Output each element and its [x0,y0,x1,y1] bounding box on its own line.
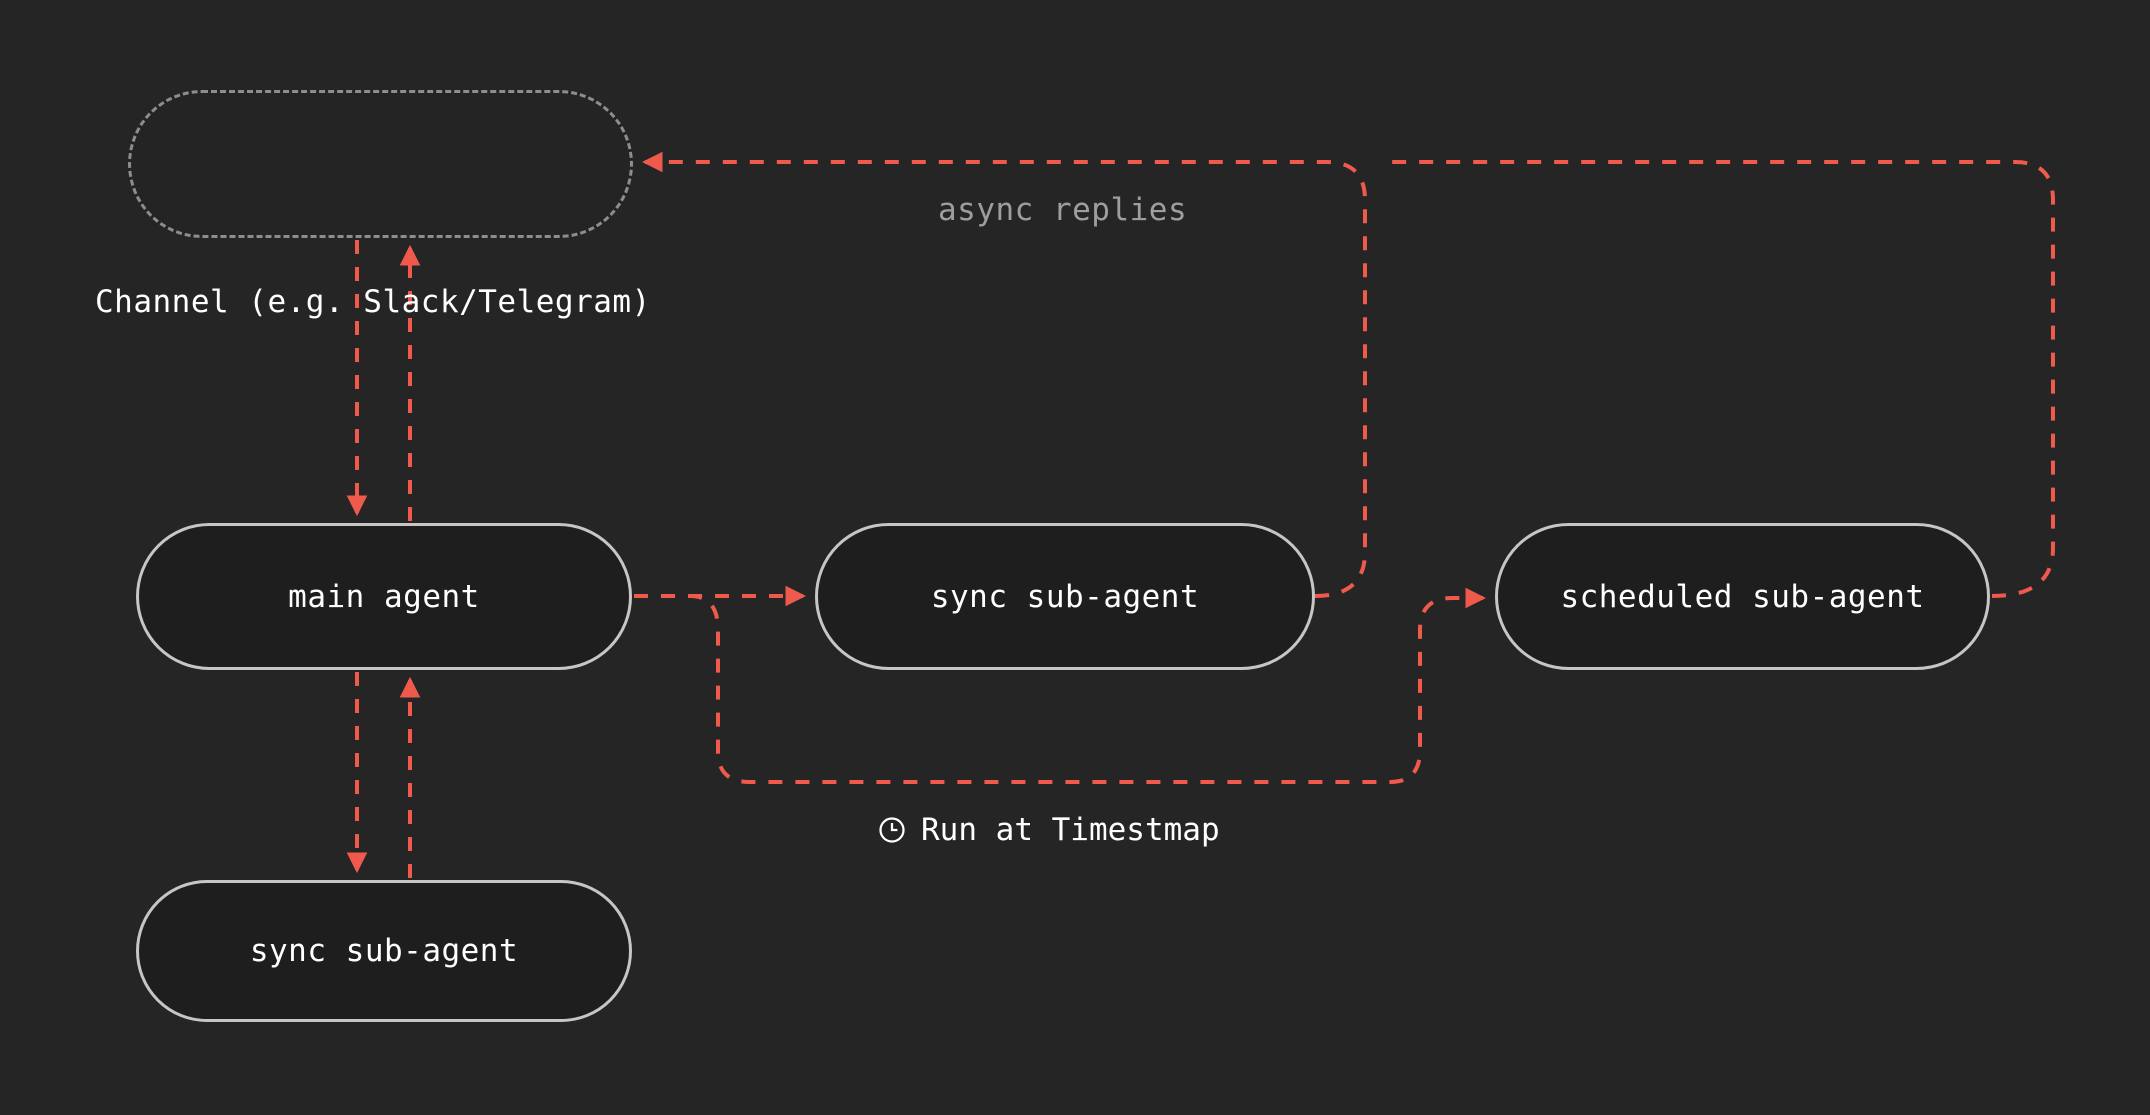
node-main-agent-label: main agent [288,578,480,615]
node-sync-sub-agent-mid-label: sync sub-agent [930,578,1200,615]
node-scheduled-sub-agent-label: scheduled sub-agent [1560,578,1925,615]
node-scheduled-sub-agent[interactable]: scheduled sub-agent [1495,523,1990,670]
node-sync-sub-agent-bottom-label: sync sub-agent [249,933,519,969]
node-sync-sub-agent-mid[interactable]: sync sub-agent [815,523,1315,670]
node-channel[interactable] [128,90,633,238]
node-sync-sub-agent-bottom[interactable]: sync sub-agent [136,880,632,1022]
node-main-agent[interactable]: main agent [136,523,632,670]
run-at-timestamp-label: Run at Timestmap [877,812,1220,848]
clock-icon [877,815,907,845]
channel-caption: Channel (e.g. Slack/Telegram) [95,284,651,320]
run-at-timestamp-text: Run at Timestmap [921,812,1220,848]
async-replies-label: async replies [938,192,1188,228]
